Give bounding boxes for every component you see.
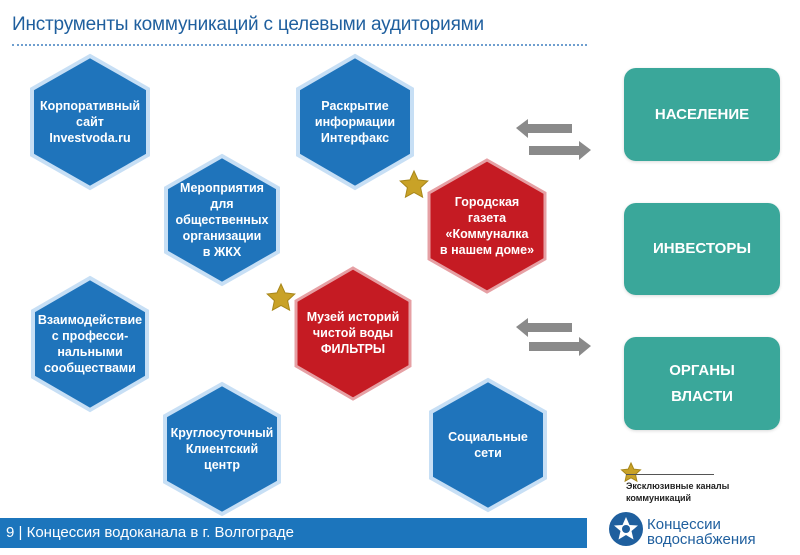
footer-text: 9 | Концессия водоканала в г. Волгограде	[6, 524, 295, 541]
arrow-left-icon	[516, 318, 572, 337]
audience-population: НАСЕЛЕНИЕ	[624, 68, 780, 161]
hexagon-disclosure	[296, 53, 414, 191]
page-title: Инструменты коммуникаций с целевыми ауди…	[12, 14, 484, 35]
arrow-left-icon	[516, 119, 572, 138]
legend-divider	[626, 474, 714, 475]
hexagon-events	[164, 153, 280, 287]
title-divider	[12, 44, 587, 46]
star-icon	[620, 461, 642, 483]
star-icon	[266, 282, 296, 312]
logo-icon	[609, 512, 643, 546]
audience-investors: ИНВЕСТОРЫ	[624, 203, 780, 295]
arrow-right-icon	[529, 141, 591, 160]
hexagon-museum	[294, 266, 412, 401]
star-icon	[399, 169, 429, 199]
footer-bar	[0, 518, 587, 548]
hexagon-call-center	[163, 381, 281, 517]
hexagon-corporate-site	[30, 53, 150, 191]
arrow-right-icon	[529, 337, 591, 356]
hexagon-social	[429, 377, 547, 513]
hexagon-interaction	[31, 275, 149, 413]
hexagon-newspaper	[427, 158, 547, 294]
